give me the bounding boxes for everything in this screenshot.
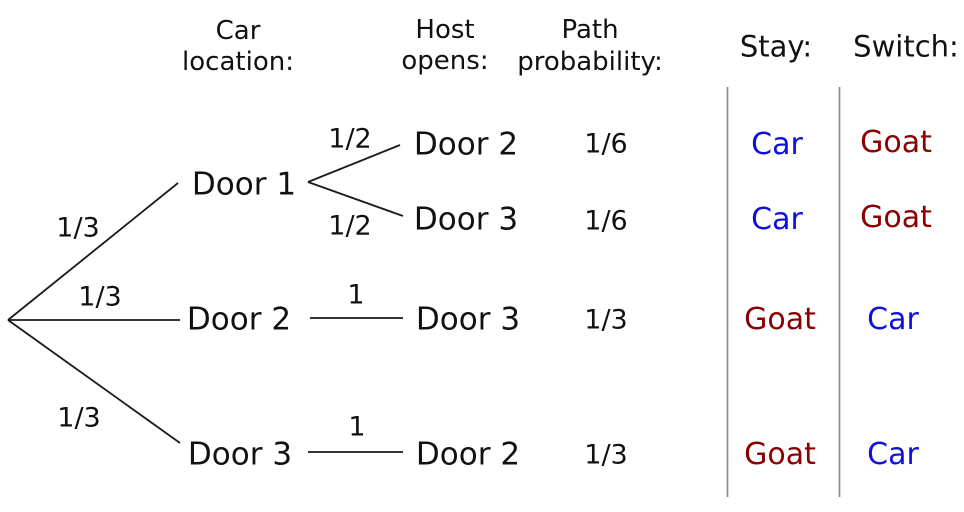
branch-prob-row1: 1/2 — [328, 123, 372, 155]
header-path-probability-line2: probability: — [517, 47, 663, 77]
branch-prob-door3: 1/3 — [57, 402, 101, 434]
path-prob-row4: 1/3 — [584, 439, 628, 471]
stay-outcome-row1: Car — [751, 127, 803, 162]
path-prob-row1: 1/6 — [584, 128, 628, 160]
node-door2: Door 2 — [186, 301, 292, 338]
edge-root-door3 — [7, 319, 181, 444]
switch-outcome-row2: Goat — [860, 200, 932, 235]
stay-outcome-row4: Goat — [744, 437, 816, 472]
stay-outcome-row3: Goat — [744, 302, 816, 337]
host-door-row3: Door 3 — [415, 301, 521, 338]
path-prob-row3: 1/3 — [584, 304, 628, 336]
node-door1: Door 1 — [191, 166, 297, 203]
branch-prob-row3: 1 — [347, 279, 365, 311]
edge-root-door1 — [7, 182, 179, 321]
header-switch: Switch: — [853, 29, 959, 64]
header-host-opens-line1: Host — [415, 15, 475, 45]
node-door3: Door 3 — [187, 436, 293, 473]
stay-outcome-row2: Car — [751, 202, 803, 237]
branch-prob-door1: 1/3 — [56, 212, 100, 244]
branch-prob-door2: 1/3 — [78, 281, 122, 313]
branch-prob-row2: 1/2 — [328, 210, 372, 242]
host-door-row1: Door 2 — [413, 126, 519, 163]
branch-prob-row4: 1 — [348, 411, 366, 443]
edge-door1-door3 — [307, 181, 404, 217]
host-door-row2: Door 3 — [413, 201, 519, 238]
header-path-probability-line1: Path — [561, 15, 619, 45]
path-prob-row2: 1/6 — [584, 205, 628, 237]
host-door-row4: Door 2 — [415, 436, 521, 473]
header-car-location-line1: Car — [215, 16, 261, 46]
switch-outcome-row4: Car — [867, 437, 919, 472]
header-car-location-line2: location: — [182, 47, 294, 77]
switch-outcome-row3: Car — [867, 302, 919, 337]
header-stay: Stay: — [739, 29, 813, 64]
edge-door1-door2 — [307, 144, 401, 183]
header-host-opens-line2: opens: — [401, 46, 489, 76]
switch-outcome-row1: Goat — [860, 125, 932, 160]
